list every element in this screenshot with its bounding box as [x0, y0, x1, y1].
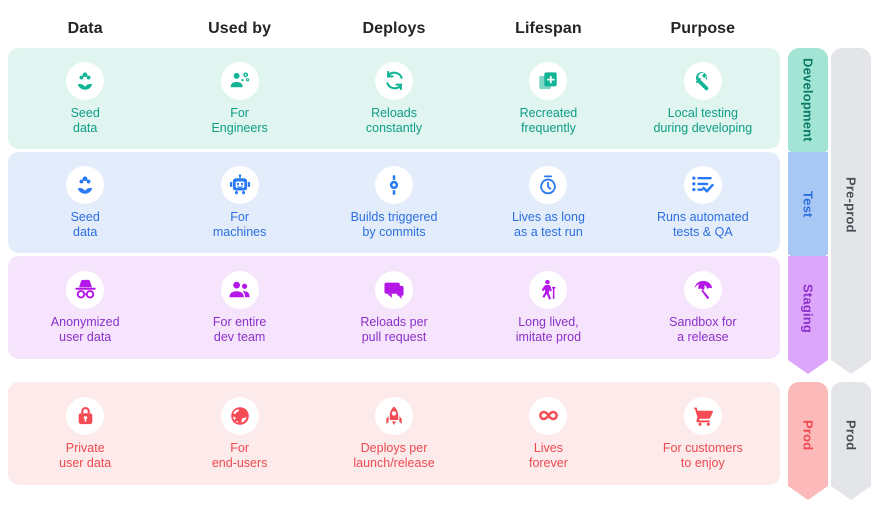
cell-label: Long lived, imitate prod [515, 314, 582, 344]
cell-label: For end-users [211, 440, 268, 470]
commit-node-icon [375, 165, 414, 204]
cell-label: Seed data [70, 105, 100, 135]
robot-icon [220, 165, 259, 204]
padlock-icon [66, 396, 105, 435]
cell-development-0: Seed data [8, 61, 162, 136]
stopwatch-icon [529, 165, 568, 204]
cell-prod-4: For customers to enjoy [626, 396, 780, 471]
cell-label: For customers to enjoy [662, 440, 743, 470]
cell-label: Sandbox for a release [669, 314, 737, 344]
environment-row-staging: Anonymized user data For entire dev team R… [8, 256, 780, 359]
column-headers: Data Used by Deploys Lifespan Purpose [8, 14, 780, 44]
cell-staging-0: Anonymized user data [8, 270, 162, 345]
stage-ribbon-label: Prod [800, 419, 816, 451]
flower-seed-icon [66, 165, 105, 204]
cell-prod-1: For end-users [162, 396, 316, 471]
engineer-person-gears-icon [220, 61, 259, 100]
shopping-cart-icon [683, 396, 722, 435]
group-ribbon-label: Pre-prod [843, 177, 859, 233]
cell-test-2: Builds triggered by commits [317, 165, 471, 240]
group-ribbon-prod: Prod [831, 382, 871, 500]
checklist-icon [683, 165, 722, 204]
environment-row-prod: Private user data For end-users Deploys pe… [8, 382, 780, 485]
environment-row-development: Seed data For Engineers Reloads constantly… [8, 48, 780, 149]
chat-bubbles-icon [375, 270, 414, 309]
globe-slash-icon [220, 396, 259, 435]
cell-prod-2: Deploys per launch/release [317, 396, 471, 471]
cell-label: Anonymized user data [50, 314, 120, 344]
cell-label: For machines [212, 209, 267, 239]
cell-label: Reloads per pull request [360, 314, 428, 344]
wrench-icon [683, 61, 722, 100]
cell-label: For entire dev team [212, 314, 267, 344]
column-header-deploys: Deploys [362, 20, 426, 37]
refresh-cycle-icon [375, 61, 414, 100]
stage-ribbon-development: Development [788, 48, 828, 164]
duplicate-plus-icon [529, 61, 568, 100]
cell-label: Recreated frequently [519, 105, 578, 135]
cell-prod-0: Private user data [8, 396, 162, 471]
cell-label: Deploys per launch/release [353, 440, 435, 470]
cell-test-3: Lives as long as a test run [471, 165, 625, 240]
cell-staging-3: Long lived, imitate prod [471, 270, 625, 345]
cell-development-2: Reloads constantly [317, 61, 471, 136]
column-header-data: Data [67, 20, 103, 37]
people-group-icon [220, 270, 259, 309]
cell-label: Local testing during developing [653, 105, 753, 135]
cell-label: Lives as long as a test run [511, 209, 585, 239]
cell-test-1: For machines [162, 165, 316, 240]
flower-seed-icon [66, 61, 105, 100]
cell-development-1: For Engineers [162, 61, 316, 136]
group-ribbon-pre-prod: Pre-prod [831, 48, 871, 374]
environment-row-test: Seed data For machines Builds triggered by… [8, 152, 780, 253]
column-header-used-by: Used by [208, 20, 272, 37]
column-header-purpose: Purpose [670, 20, 736, 37]
cell-staging-1: For entire dev team [162, 270, 316, 345]
stage-ribbon-label: Test [800, 190, 816, 218]
cell-label: Builds triggered by commits [350, 209, 438, 239]
cell-staging-4: Sandbox for a release [626, 270, 780, 345]
group-ribbon-label: Prod [843, 419, 859, 451]
stage-ribbon-prod: Prod [788, 382, 828, 500]
cell-label: Lives forever [528, 440, 568, 470]
cell-label: For Engineers [211, 105, 268, 135]
infinity-icon [529, 396, 568, 435]
cell-label: Reloads constantly [365, 105, 423, 135]
cell-test-0: Seed data [8, 165, 162, 240]
stage-ribbon-test: Test [788, 152, 828, 268]
cell-label: Private user data [59, 440, 112, 470]
stage-ribbon-label: Development [800, 58, 816, 142]
rocket-icon [375, 396, 414, 435]
cell-development-4: Local testing during developing [626, 61, 780, 136]
cell-staging-2: Reloads per pull request [317, 270, 471, 345]
elderly-person-cane-icon [529, 270, 568, 309]
cell-test-4: Runs automated tests & QA [626, 165, 780, 240]
incognito-hat-glasses-icon [66, 270, 105, 309]
cell-prod-3: Lives forever [471, 396, 625, 471]
beach-umbrella-icon [683, 270, 722, 309]
stage-ribbon-staging: Staging [788, 256, 828, 374]
column-header-lifespan: Lifespan [515, 20, 582, 37]
cell-label: Seed data [70, 209, 100, 239]
cell-label: Runs automated tests & QA [656, 209, 749, 239]
stage-ribbon-label: Staging [800, 284, 816, 334]
cell-development-3: Recreated frequently [471, 61, 625, 136]
